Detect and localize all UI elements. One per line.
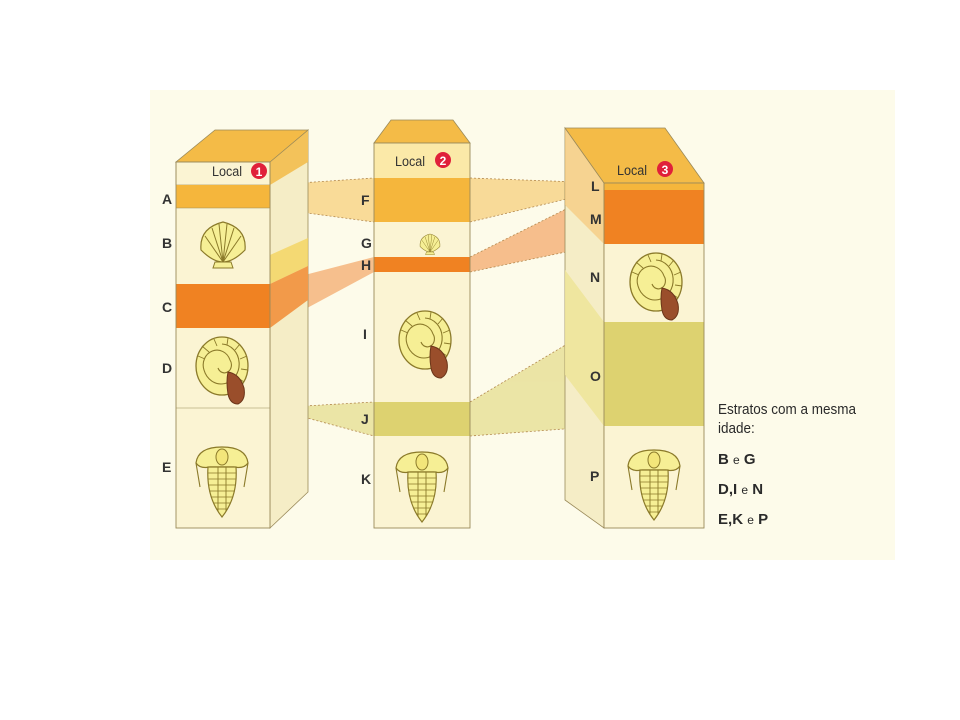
stratum-o (604, 322, 704, 426)
col2-number: 2 (440, 154, 447, 168)
legend-row-2: D,I e N (718, 481, 868, 498)
label-b: B (162, 235, 172, 251)
stratum-l (604, 183, 704, 190)
column-local-1 (174, 129, 310, 529)
legend-item: K (732, 511, 744, 528)
badge-2 (435, 152, 451, 168)
col1-number: 1 (256, 165, 263, 179)
legend-conj: e (741, 483, 749, 497)
legend-item: D, (718, 481, 733, 498)
col3-header: Local 3 (617, 161, 673, 178)
col2-header: Local 2 (395, 152, 451, 169)
col2-label: Local (395, 153, 425, 169)
legend-item: P (758, 511, 769, 528)
label-c: C (162, 299, 172, 315)
badge-1 (251, 163, 267, 179)
label-j: J (361, 411, 369, 427)
stratum-c (176, 284, 270, 328)
label-o: O (590, 368, 601, 384)
legend-conj: e (733, 453, 740, 467)
label-g: G (361, 235, 372, 251)
label-f: F (361, 192, 370, 208)
label-l: L (591, 178, 600, 194)
stratum-j (374, 402, 470, 436)
legend-title: Estratos com a mesma idade: (718, 401, 857, 437)
col2-top-face (373, 119, 471, 144)
legend-item: E, (718, 511, 733, 528)
legend: Estratos com a mesma idade: B e G D,I e … (718, 400, 868, 528)
label-p: P (590, 468, 599, 484)
stratum-h (374, 257, 470, 272)
legend-row-3: E,K e P (718, 511, 868, 528)
column-local-2 (373, 119, 471, 529)
badge-3 (657, 161, 673, 177)
col1-header: Local 1 (212, 163, 267, 179)
col1-label: Local (212, 163, 242, 179)
label-m: M (590, 211, 602, 227)
label-a: A (162, 191, 172, 207)
label-e: E (162, 459, 171, 475)
layer-labels: A B C D E F G H I J K L M N O P (162, 178, 602, 487)
col3-number: 3 (662, 163, 669, 177)
stratum-m (604, 190, 704, 244)
legend-conj: e (747, 513, 754, 527)
legend-item: I (733, 481, 738, 498)
legend-item: N (752, 481, 764, 498)
label-i: I (363, 326, 367, 342)
col3-label: Local (617, 162, 647, 178)
label-k: K (361, 471, 371, 487)
stratum-a (176, 185, 270, 208)
stratum-f (374, 178, 470, 222)
column-local-3 (564, 126, 705, 529)
legend-row-1: B e G (718, 451, 868, 468)
label-d: D (162, 360, 172, 376)
legend-item: G (743, 451, 756, 468)
label-n: N (590, 269, 600, 285)
legend-item: B (718, 451, 729, 468)
label-h: H (361, 257, 371, 273)
